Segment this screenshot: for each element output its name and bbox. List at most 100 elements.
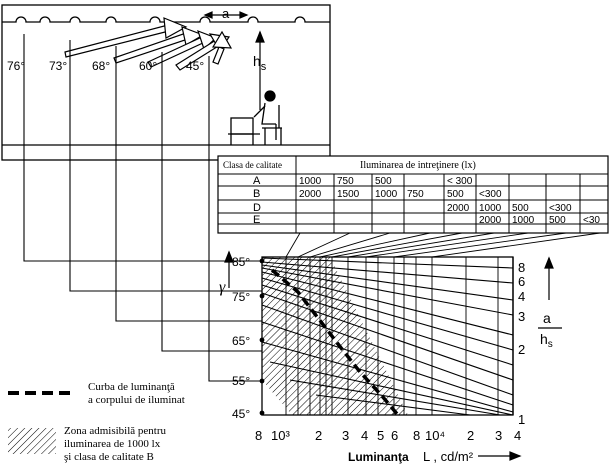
ratio-curve	[261, 257, 514, 269]
ray-arrow-45	[212, 46, 225, 65]
x-tick-labels: 8 10³ 2 3 4 5 6 8 10⁴ 2 3 4	[255, 428, 521, 443]
y-tick-labels: 85° 75° 65° 55° 45°	[232, 255, 250, 421]
chart-curves	[261, 257, 514, 416]
table-cell: 500	[512, 203, 529, 214]
ratio-curve	[269, 361, 514, 416]
ratio-tick-8: 8	[518, 260, 525, 275]
x-tick-8b: 8	[413, 428, 420, 443]
connector-68	[115, 46, 262, 322]
legend-hatch-3: şi clasa de calitate B	[64, 451, 154, 463]
ray-arrow-76-head	[163, 17, 188, 39]
ratio-curve	[261, 261, 514, 284]
x-tick-4b: 4	[514, 428, 521, 443]
luminaire-luminance-curve	[270, 268, 400, 417]
x-tick-2b: 2	[467, 428, 474, 443]
chart-grid	[285, 232, 601, 415]
connector-60	[161, 52, 262, 352]
angle-label-45: 45°	[186, 59, 204, 73]
angle-connector-lines	[23, 34, 262, 382]
seated-person-icon	[228, 90, 282, 145]
legend-hatch-swatch	[8, 428, 56, 454]
table-cell: 750	[337, 176, 354, 187]
x-tick-5a: 5	[377, 428, 384, 443]
height-dimension	[255, 30, 265, 110]
class-label-b: B	[253, 188, 260, 200]
gamma-axis-arrow	[224, 250, 234, 288]
table-class-labels: A B D E	[253, 175, 261, 226]
ratio-tick-labels: 8 6 4 3 2 1	[518, 260, 525, 427]
x-tick-3b: 3	[495, 428, 502, 443]
ratio-axis-arrow	[544, 256, 554, 300]
ratio-tick-3: 3	[518, 309, 525, 324]
y-tick-55: 55°	[232, 374, 250, 388]
x-tick-2a: 2	[315, 428, 322, 443]
x-tick-8a: 8	[255, 428, 262, 443]
table-cell: 500	[375, 176, 392, 187]
connector-76	[23, 34, 262, 262]
x-axis-unit: L , cd/m²	[423, 449, 474, 464]
table-cell: 2000	[299, 189, 322, 200]
table-cell: 2000	[447, 203, 470, 214]
y-tick-dots	[259, 258, 265, 416]
ratio-label-den: hs	[540, 331, 553, 350]
table-link-line	[297, 232, 351, 258]
y-tick-75: 75°	[232, 290, 250, 304]
table-link-line	[431, 232, 601, 258]
x-axis-label: Luminanţa	[348, 450, 409, 464]
legend-hatch-2: iluminarea de 1000 lx	[64, 438, 161, 450]
ratio-curve	[261, 321, 514, 406]
table-cell: <300	[479, 189, 502, 200]
table-cell: 750	[407, 189, 424, 200]
y-tick-45: 45°	[232, 407, 250, 421]
ratio-curve	[261, 277, 514, 351]
table-link-line	[365, 232, 529, 258]
ratio-label-num: a	[543, 310, 551, 326]
ratio-curve	[261, 271, 514, 336]
table-cell: <30	[583, 215, 600, 226]
table-header-class: Clasa de calitate	[223, 160, 282, 170]
table-cell: 1000	[375, 189, 398, 200]
table-cell: 500	[549, 215, 566, 226]
room-outline	[1, 4, 331, 161]
table-link-line	[393, 232, 567, 258]
x-axis-arrow	[478, 451, 522, 461]
ceiling-luminaires	[2, 16, 330, 23]
x-tick-6a: 6	[391, 428, 398, 443]
legend-dashed-line-2: a corpului de iluminat	[88, 394, 185, 406]
gamma-axis-label: γ	[219, 279, 226, 296]
x-tick-1e4: 10⁴	[425, 428, 445, 443]
legend: Curba de luminanţă a corpului de ilumina…	[8, 381, 185, 463]
ratio-tick-6: 6	[518, 274, 525, 289]
y-tick-85: 85°	[232, 255, 250, 269]
table-link-line	[285, 232, 301, 258]
ratio-curve	[261, 341, 514, 413]
table-cell: 500	[447, 189, 464, 200]
ratio-tick-2: 2	[518, 342, 525, 357]
x-tick-1e3: 10³	[271, 428, 290, 443]
class-label-a: A	[253, 175, 261, 187]
luminance-chart: γ 85° 75° 65° 55° 45° 8 10³ 2 3 4 5 6 8 …	[219, 232, 601, 464]
ratio-curve	[315, 394, 471, 416]
angle-labels: 76° 73° 68° 60° 45°	[7, 59, 204, 73]
connector-45	[208, 56, 262, 382]
table-link-line	[309, 232, 391, 258]
ratio-curve	[261, 267, 514, 316]
angle-label-60: 60°	[139, 59, 157, 73]
class-label-d: D	[253, 202, 261, 214]
legend-dashed-line-1: Curba de luminanţă	[88, 381, 175, 393]
table-link-line	[347, 232, 495, 258]
class-label-e: E	[253, 214, 260, 226]
ratio-tick-4: 4	[518, 289, 525, 304]
y-tick-65: 65°	[232, 334, 250, 348]
connector-73	[69, 40, 262, 292]
ratio-curve	[289, 379, 501, 416]
table-link-line	[331, 232, 463, 258]
angle-label-76: 76°	[7, 59, 25, 73]
ratio-curve	[261, 304, 514, 396]
table-cell: <300	[549, 203, 572, 214]
table-link-line	[319, 232, 431, 258]
table-cell: 1000	[512, 215, 535, 226]
angle-label-73: 73°	[49, 59, 67, 73]
ray-arrow-45-head	[211, 30, 233, 49]
